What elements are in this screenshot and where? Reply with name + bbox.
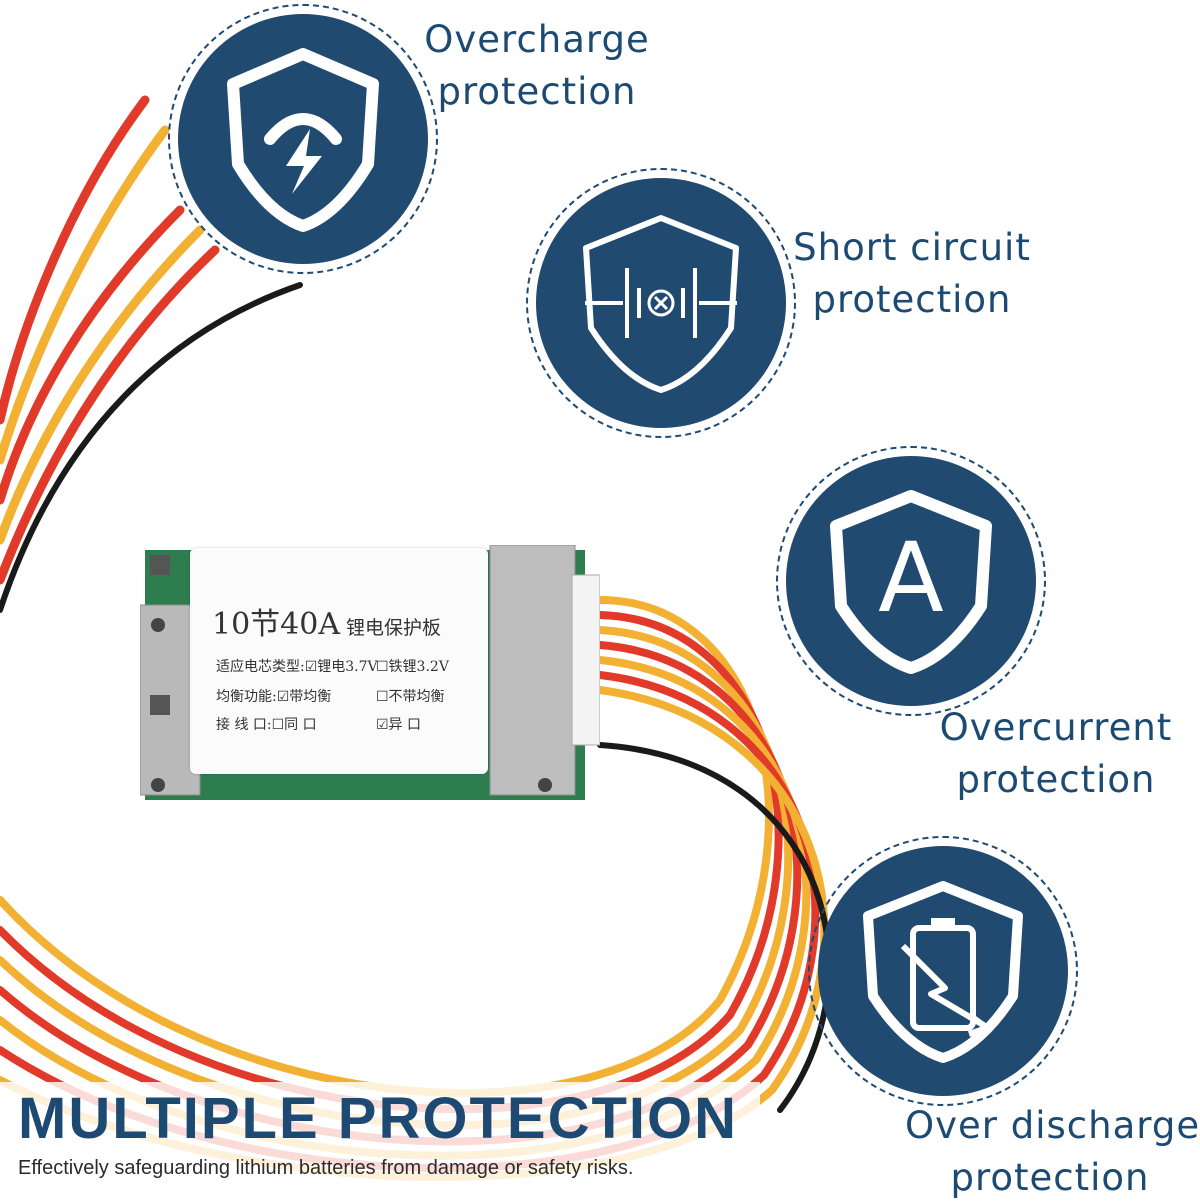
shield-battery-icon [863,881,1023,1063]
row-label: 均衡功能: [216,689,277,705]
label-row-port: 接 线 口:☐同 口 ☑异 口 [216,716,421,734]
shield-circuit-icon [583,215,739,393]
label-row-cell-type: 适应电芯类型:☑锂电3.7V ☐铁锂3.2V [216,658,449,676]
over-discharge-badge [808,836,1078,1106]
banner-headline: MULTIPLE PROTECTION [18,1086,739,1151]
overcurrent-badge: A [776,446,1046,716]
overcharge-label: Overcharge protection [424,18,650,113]
row-option-1: ☑带均衡 [276,689,332,705]
row-option-1: ☑锂电3.7V [304,659,378,675]
row-option-2: ☐铁锂3.2V [376,659,449,675]
row-label: 适应电芯类型: [216,659,305,675]
shield-lightning-icon [227,48,379,232]
product-title-sub: 锂电保护板 [346,617,442,639]
banner-background [0,1082,760,1200]
product-title-main: 10节40A [212,607,341,642]
short-circuit-badge [526,168,796,438]
shield-letter: A [878,522,944,634]
banner-subline: Effectively safeguarding lithium batteri… [18,1157,634,1179]
over-discharge-label: Over discharge protection [905,1104,1200,1199]
row-option-1: ☐同 口 [271,717,317,733]
row-option-2: ☐不带均衡 [376,689,445,705]
short-circuit-label: Short circuit protection [793,226,1031,321]
overcharge-badge [168,4,438,274]
row-option-2: ☑异 口 [376,717,422,733]
overcurrent-label: Overcurrent protection [939,706,1173,801]
shield-letter-a-icon: A [830,490,992,674]
label-row-balance: 均衡功能:☑带均衡 ☐不带均衡 [216,688,445,706]
row-label: 接 线 口: [216,717,272,733]
